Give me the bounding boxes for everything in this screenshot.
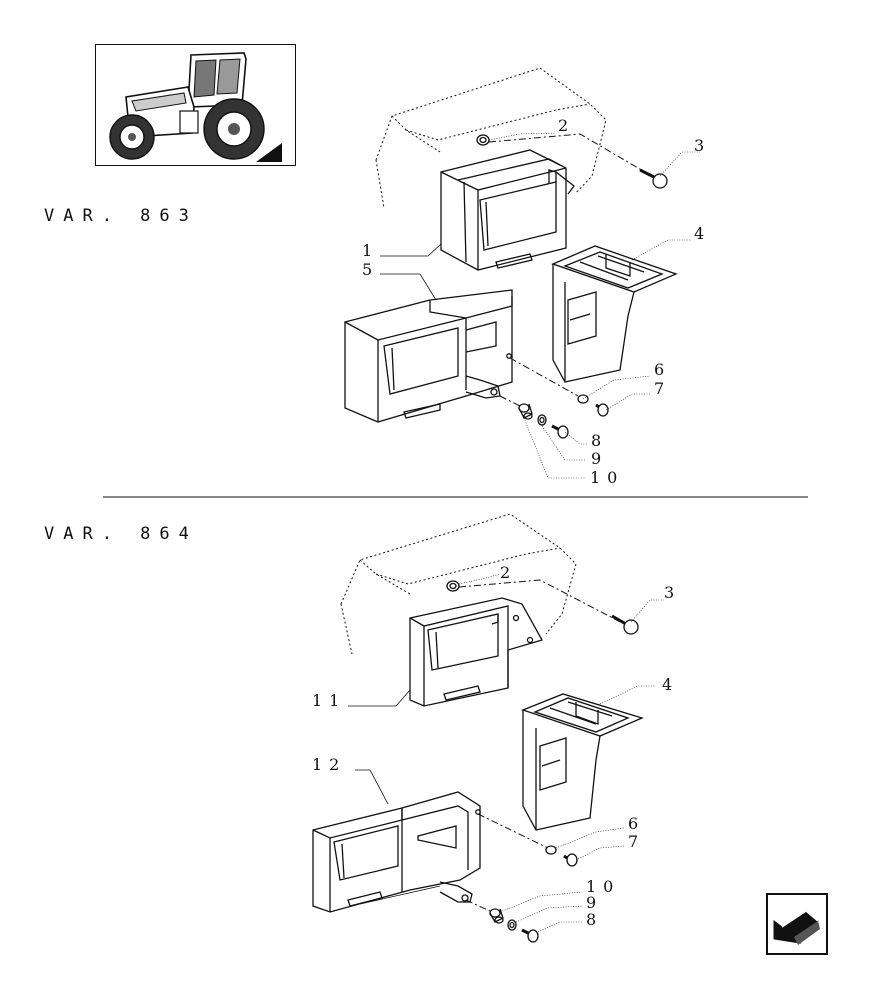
washer-part-6-b [545,845,557,855]
callout-7: 7 [654,379,664,398]
next-page-button[interactable] [766,893,828,955]
callout-6-b: 6 [628,814,638,833]
callout-8-b: 8 [586,910,596,929]
callout-2: 2 [558,116,568,135]
bracket-part-1 [440,149,575,271]
nut-part-2-b [446,580,460,592]
callout-5: 5 [362,260,372,279]
callout-8: 8 [591,431,601,450]
bolt-part-3 [639,168,668,189]
spacer-part-10-b [489,908,504,924]
variant-label-864: VAR. 864 [44,524,198,544]
callout-4: 4 [694,224,704,243]
tractor-thumbnail [95,44,296,166]
bracket-part-5 [344,289,513,423]
callout-10-b: 10 [586,877,620,896]
washer-part-9 [537,414,547,426]
callout-3-b: 3 [664,583,674,602]
bolt-part-8 [557,425,569,439]
bolt-part-7 [597,403,609,417]
washer-part-9-b [507,919,517,931]
bracket-part-11 [409,597,543,707]
variant-label-863: VAR. 863 [44,206,198,226]
callout-1: 1 [362,241,372,260]
step-part-4-b [521,693,644,831]
bracket-part-12 [312,791,481,913]
callout-6: 6 [654,360,664,379]
spacer-part-10 [518,403,533,420]
callout-4-b: 4 [662,675,672,694]
callout-3: 3 [694,136,704,155]
next-page-arrow-icon [773,910,820,945]
callout-10: 10 [590,468,624,487]
bolt-part-7-b [566,853,578,867]
callout-11: 11 [312,691,346,710]
callout-2-b: 2 [500,563,510,582]
callout-12: 12 [312,755,346,774]
callout-9: 9 [591,449,601,468]
callout-9-b: 9 [586,893,596,912]
nut-part-2 [476,134,490,146]
bolt-part-3-b [611,614,639,635]
callout-7-b: 7 [628,832,638,851]
tractor-icon [109,52,282,162]
bolt-part-8-b [527,929,539,943]
step-part-4 [551,245,678,383]
